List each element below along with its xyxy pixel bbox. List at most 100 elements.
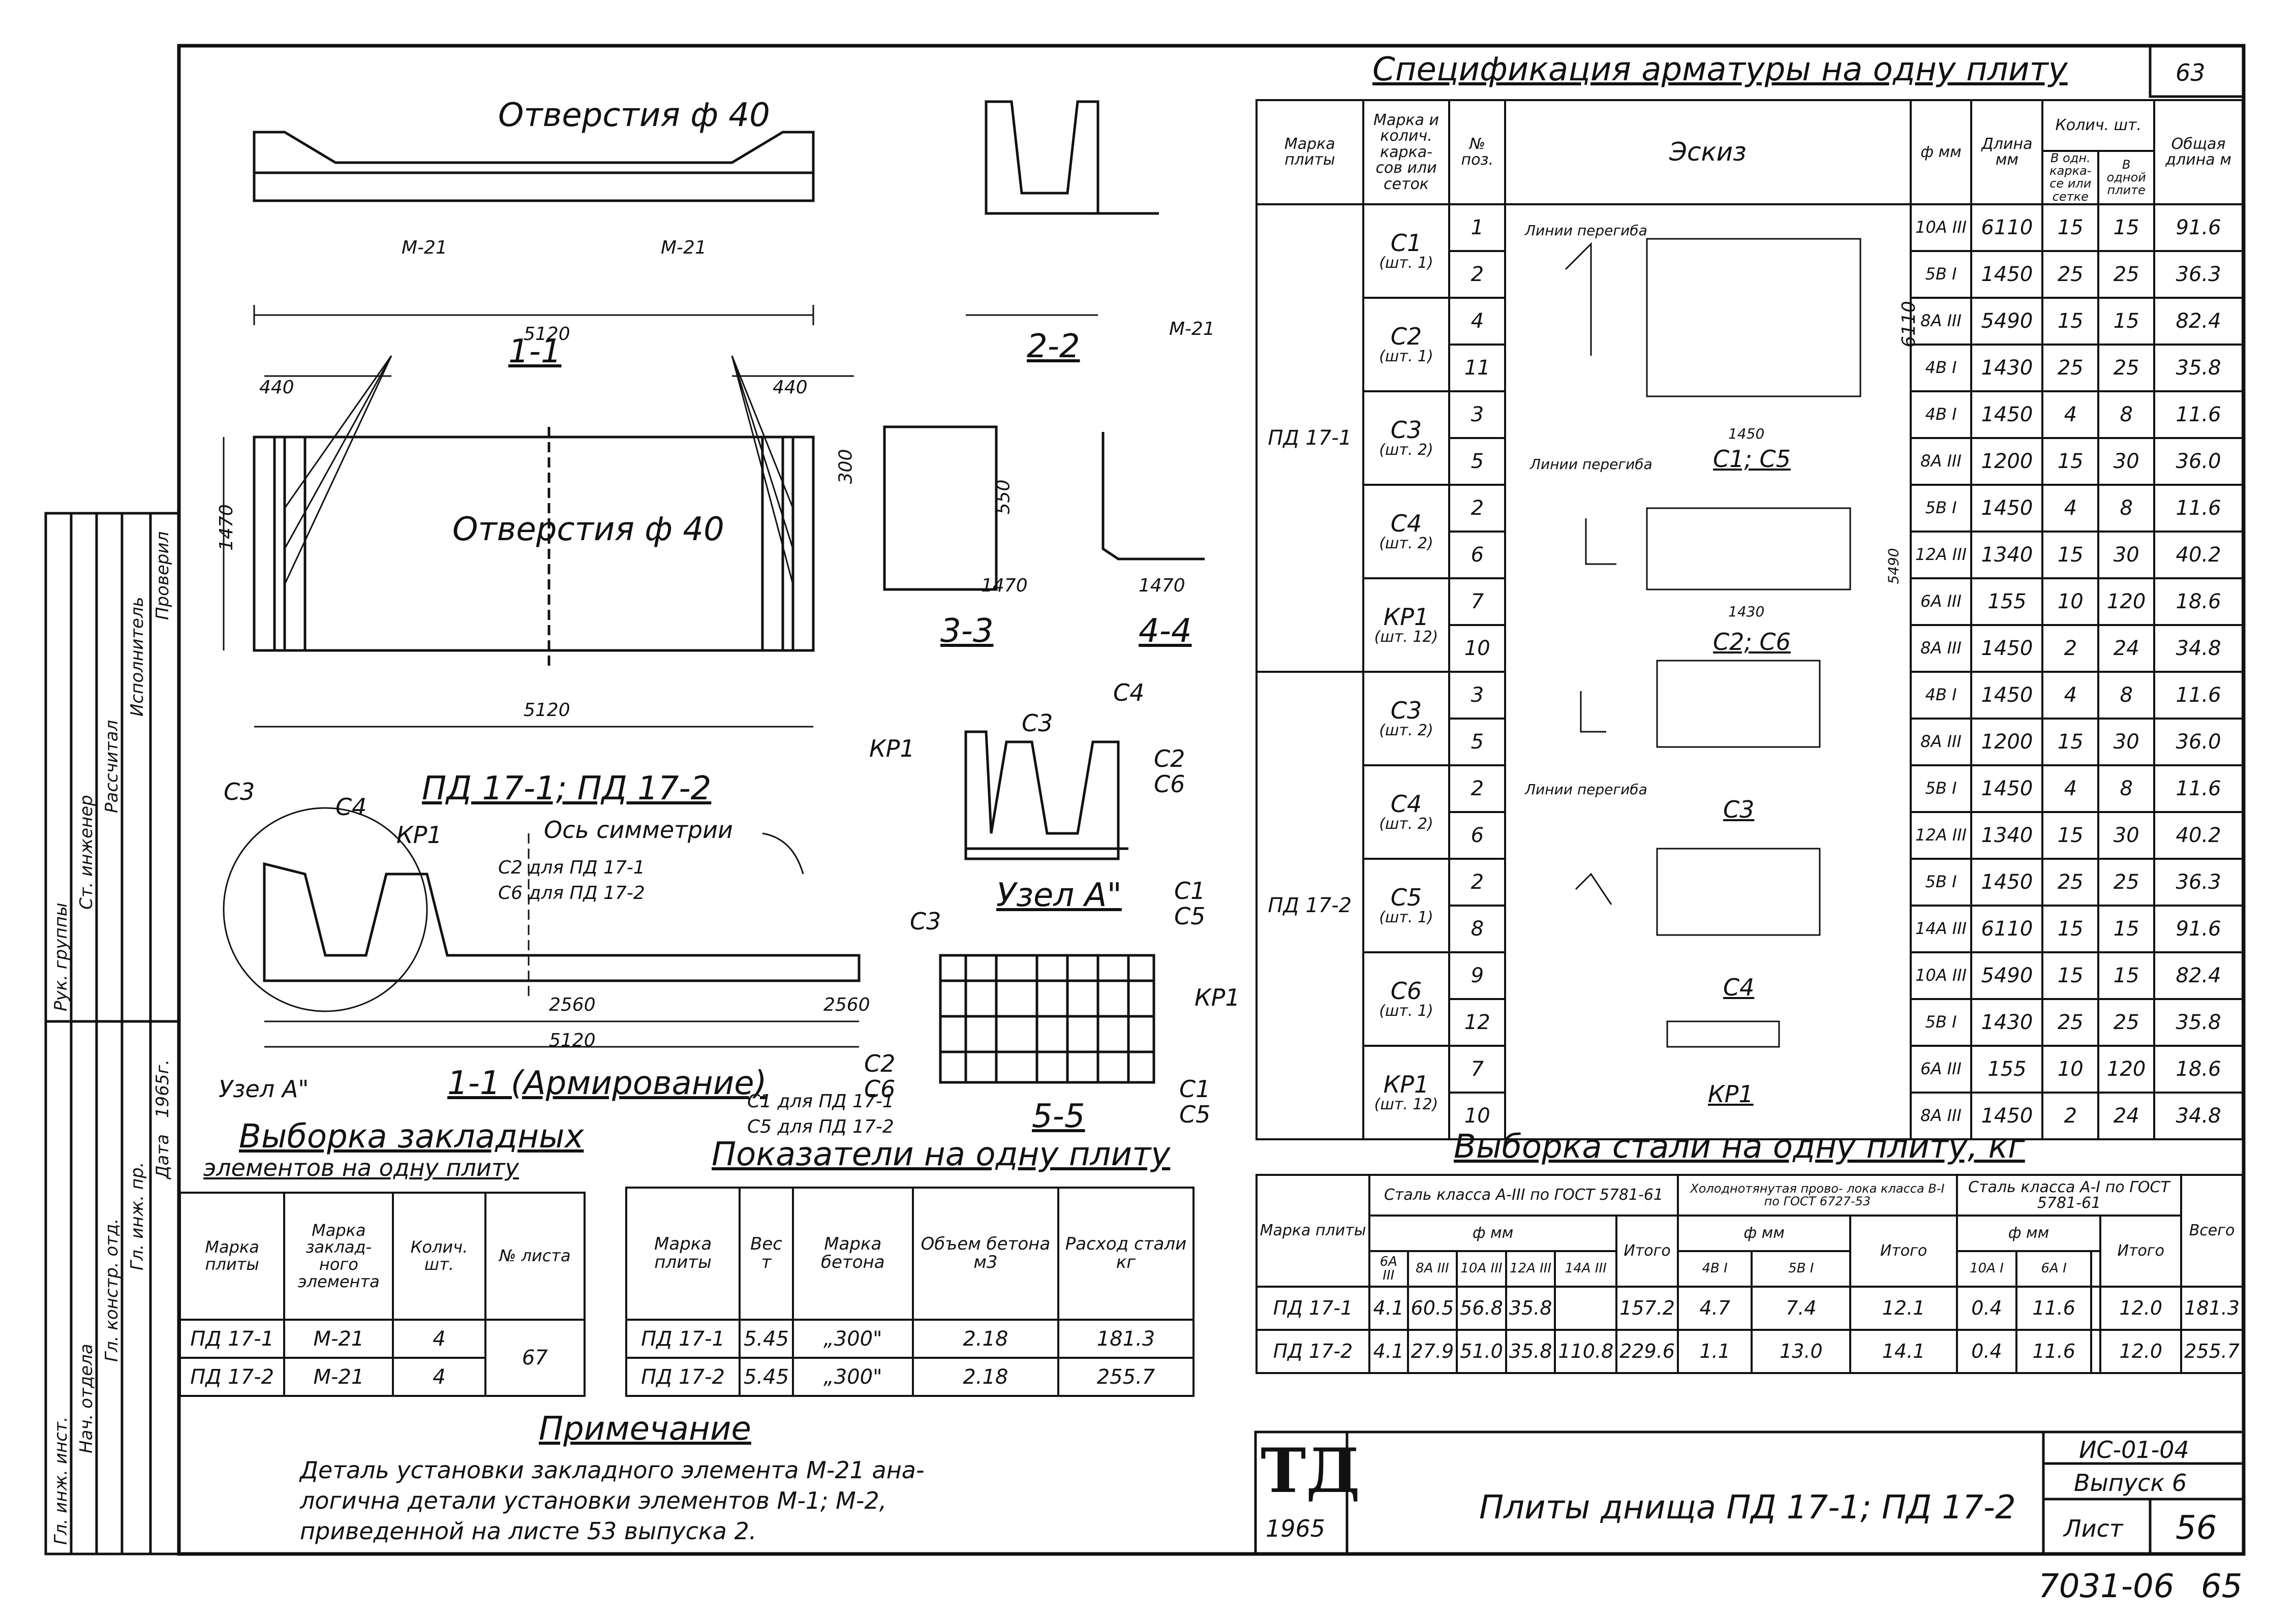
spec-plate-mark: ПД 17-2: [1256, 670, 1364, 1140]
spec-q1: 15: [2041, 203, 2100, 252]
spec-pos: 7: [1448, 577, 1507, 626]
dim-1470-3-3: 1470: [981, 575, 1028, 596]
spec-pos: 5: [1448, 717, 1507, 766]
steel-a3-value: 110.8: [1554, 1329, 1618, 1374]
mark-kr1-section: КР1: [396, 821, 442, 849]
spec-h-len: Длина мм: [1970, 99, 2044, 205]
spec-cage: С3(шт. 2): [1362, 390, 1451, 486]
emb-h-qty: Колич. шт.: [392, 1192, 486, 1321]
steel-col-a3: 8А III: [1406, 1250, 1458, 1288]
spec-len: 1340: [1970, 530, 2044, 579]
spec-h-sketch: Эскиз: [1504, 99, 1912, 205]
spec-q2: 120: [2097, 1044, 2156, 1094]
mark-kr1-node: КР1: [869, 735, 915, 762]
spec-cage-mark: С6: [1390, 977, 1422, 1005]
spec-cage-mark: С3: [1390, 416, 1422, 444]
ind-r1-weight: 5.45: [739, 1319, 794, 1359]
footer-page: 65: [2201, 1568, 2243, 1605]
spec-dia: 8А III: [1909, 624, 1973, 673]
spec-total: 40.2: [2153, 530, 2244, 579]
steel-b1-value: 4.7: [1676, 1286, 1753, 1331]
steel-h-dia-a1: ф мм: [1955, 1215, 2102, 1252]
spec-len: 6110: [1970, 203, 2044, 252]
spec-len: 1450: [1970, 624, 2044, 673]
mark-kr1-55: КР1: [1195, 984, 1240, 1011]
spec-dia: 6А III: [1909, 577, 1973, 626]
ind-r2-volume: 2.18: [911, 1357, 1059, 1397]
spec-cage-count: (шт. 2): [1379, 722, 1433, 740]
sketch-dim-6110: 6110: [1898, 301, 1919, 348]
emb-h-sheet: № листа: [484, 1192, 586, 1321]
dim-300-plan: 300: [835, 449, 856, 484]
spec-pos: 7: [1448, 1044, 1507, 1094]
spec-total: 35.8: [2153, 998, 2244, 1047]
spec-dia: 4В I: [1909, 670, 1973, 720]
steel-col-b1: 4В I: [1676, 1250, 1753, 1288]
stamp-role-2: Гл. инж. пр.: [127, 1162, 147, 1270]
spec-len: 1340: [1970, 811, 2044, 860]
steel-a1-value: 11.6: [2015, 1286, 2093, 1331]
mark-c2-node: С2: [1154, 745, 1185, 772]
spec-pos: 1: [1448, 203, 1507, 252]
spec-dia: 4В I: [1909, 343, 1973, 392]
steel-b1-value: 1.1: [1676, 1329, 1753, 1374]
spec-pos: 3: [1448, 390, 1507, 439]
openings-label-plan: Отверстия ф 40: [452, 511, 724, 548]
spec-dia: 5В I: [1909, 857, 1973, 907]
mark-c3-section: С3: [224, 778, 255, 805]
spec-pos: 8: [1448, 904, 1507, 953]
axis-symmetry-label: Ось симметрии: [544, 816, 733, 844]
steel-a3-value: 157.2: [1615, 1286, 1679, 1331]
steel-h-mark: Марка плиты: [1256, 1174, 1370, 1288]
series-code: ИС-01-04: [2079, 1436, 2189, 1464]
spec-pos: 11: [1448, 343, 1507, 392]
stamp-role: Проверил: [152, 531, 173, 620]
spec-cage: С1(шт. 1): [1362, 203, 1451, 299]
spec-len: 1450: [1970, 390, 2044, 439]
spec-cage-count: (шт. 2): [1379, 535, 1433, 553]
dim-440-right: 440: [773, 377, 808, 398]
ind-h-weight: Вес т: [739, 1187, 794, 1321]
spec-len: 6110: [1970, 904, 2044, 953]
mark-c4-section: С4: [335, 793, 367, 821]
steel-col-a1: [2090, 1250, 2102, 1288]
stamp-role: Исполнитель: [127, 597, 147, 717]
spec-cage-count: (шт. 1): [1379, 1002, 1433, 1020]
spec-len: 1450: [1970, 483, 2044, 533]
spec-total: 36.3: [2153, 250, 2244, 299]
steel-a1-value: 11.6: [2015, 1329, 2093, 1374]
steel-a1-value: 0.4: [1955, 1329, 2018, 1374]
spec-h-mark: Марка плиты: [1256, 99, 1364, 205]
spec-q2: 15: [2097, 296, 2156, 346]
spec-q1: 15: [2041, 811, 2100, 860]
spec-pos: 12: [1448, 998, 1507, 1047]
spec-pos: 3: [1448, 670, 1507, 720]
spec-total: 82.4: [2153, 951, 2244, 1000]
c5-note: С5 для ПД 17-2: [747, 1116, 894, 1137]
spec-total: 82.4: [2153, 296, 2244, 346]
mark-c6-55: С6: [864, 1075, 896, 1103]
steel-h-dia-b1: ф мм: [1676, 1215, 1852, 1252]
sheet-number: 56: [2176, 1509, 2217, 1547]
spec-cage-mark: С5: [1390, 883, 1422, 911]
spec-cage: С2(шт. 1): [1362, 296, 1451, 392]
embedded-title: Выборка закладных: [239, 1118, 584, 1156]
dim-2560-right: 2560: [823, 994, 870, 1015]
spec-dia: 8А III: [1909, 1091, 1973, 1140]
stamp-year: 1965г.: [152, 1059, 173, 1118]
indicators-title: Показатели на одну плиту: [712, 1136, 1171, 1173]
ind-r2-concrete: „300": [791, 1357, 914, 1397]
emb-r1-mark: ПД 17-1: [178, 1319, 286, 1359]
spec-pos: 10: [1448, 1091, 1507, 1140]
section-3-3-title: 3-3: [940, 612, 994, 650]
